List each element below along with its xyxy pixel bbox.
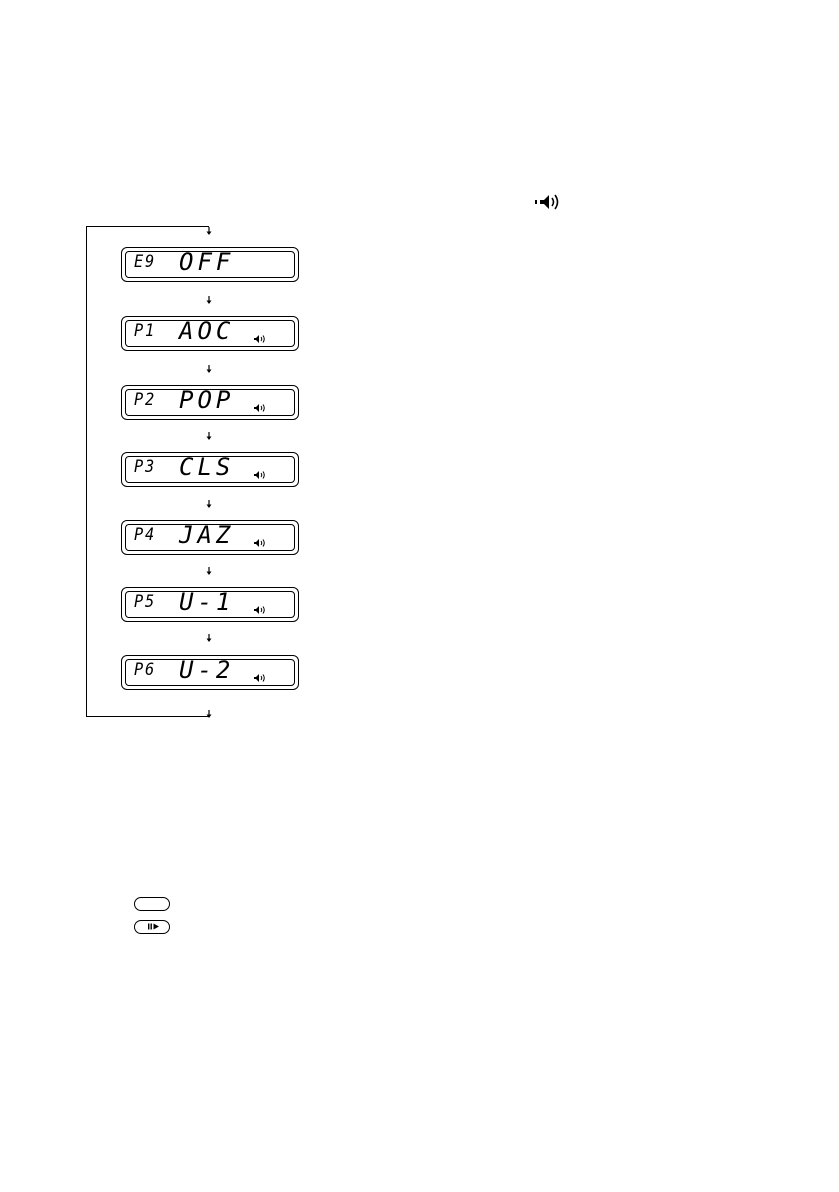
display-value: AOC (179, 317, 234, 345)
display-code: P6 (134, 658, 156, 682)
display-value: U-2 (179, 656, 234, 684)
lcd-display-e9: E9 OFF (121, 247, 299, 282)
display-code: P4 (134, 523, 156, 547)
display-value: OFF (179, 248, 234, 276)
blank-button[interactable] (134, 897, 170, 911)
display-value: CLS (179, 453, 234, 481)
lcd-display-p6: P6 U-2 (121, 655, 299, 690)
down-arrow-icon (205, 365, 213, 373)
display-code: P3 (134, 455, 156, 479)
play-pause-button[interactable] (134, 920, 170, 934)
play-pause-icon (148, 923, 160, 930)
down-arrow-icon (205, 634, 213, 642)
display-value: JAZ (179, 521, 234, 549)
down-arrow-icon (205, 296, 213, 304)
speaker-sound-icon (254, 674, 266, 682)
loop-line-left (86, 226, 87, 717)
display-code: P2 (134, 388, 156, 412)
loop-line-top (86, 226, 209, 227)
speaker-sound-icon (254, 335, 266, 343)
loop-line-bottom (86, 716, 209, 717)
lcd-display-p5: P5 U-1 (121, 587, 299, 622)
display-code: P1 (134, 319, 156, 343)
display-code: E9 (134, 250, 156, 274)
display-value: U-1 (179, 588, 234, 616)
lcd-display-p2: P2 POP (121, 385, 299, 420)
display-value: POP (179, 386, 234, 414)
lcd-display-p3: P3 CLS (121, 452, 299, 487)
down-arrow-icon (205, 567, 213, 575)
down-arrow-icon (205, 432, 213, 440)
lcd-display-p4: P4 JAZ (121, 520, 299, 555)
down-arrow-icon (205, 227, 213, 235)
speaker-sound-icon (254, 539, 266, 547)
lcd-display-p1: P1 AOC (121, 316, 299, 351)
down-arrow-icon (205, 500, 213, 508)
down-arrow-icon (205, 710, 213, 718)
speaker-sound-icon (254, 471, 266, 479)
button-face (137, 900, 167, 908)
display-code: P5 (134, 590, 156, 614)
speaker-sound-icon (534, 193, 562, 211)
speaker-sound-icon (254, 606, 266, 614)
speaker-sound-icon (254, 404, 266, 412)
